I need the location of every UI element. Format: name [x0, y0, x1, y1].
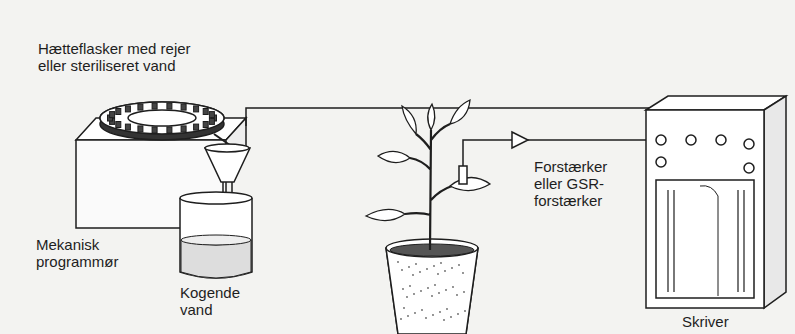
cap-bottle [167, 103, 172, 109]
signal-wire [246, 100, 668, 126]
pot-speck [425, 317, 427, 319]
cap-bottle [116, 109, 121, 115]
dial-center [128, 110, 196, 126]
amplifier-wire [528, 139, 646, 141]
pot-speck [421, 309, 423, 311]
pot-speck [456, 294, 458, 296]
cap-bottle [167, 127, 172, 133]
pot-speck [439, 311, 441, 313]
pot [386, 248, 478, 334]
recorder-front [646, 110, 764, 308]
pot-speck [408, 266, 410, 268]
pot-speck [427, 287, 429, 289]
pot-speck [432, 314, 434, 316]
paper-rollers [668, 190, 744, 292]
electrode [459, 166, 467, 184]
cap-bottle [194, 124, 199, 130]
pot-speck [446, 308, 448, 310]
funnel [205, 148, 250, 182]
cap-bottle [203, 122, 208, 128]
amplifier-symbol [512, 132, 528, 148]
pot-speck [445, 289, 447, 291]
cap-bottle [209, 112, 214, 118]
pot-speck [412, 274, 414, 276]
pot-speck [463, 291, 465, 293]
pot-speck [444, 270, 446, 272]
water-surface [181, 235, 251, 245]
pot-speck [440, 262, 442, 264]
paper-strip [700, 186, 718, 296]
pot-speck [401, 269, 403, 271]
electrode-wire [463, 140, 512, 166]
paper-window [656, 180, 754, 298]
label: Skriver [682, 313, 772, 330]
boiling-water [181, 240, 251, 278]
pot-texture [397, 261, 466, 321]
bottle-dial-top [100, 102, 224, 134]
label: Mekanisk programmør [36, 236, 146, 270]
pot-speck [450, 316, 452, 318]
pot-sides [386, 248, 478, 334]
pot-speck [437, 273, 439, 275]
bottle-ring [100, 108, 224, 140]
pot-speck [402, 288, 404, 290]
pot-speck [434, 284, 436, 286]
cap-bottle [194, 106, 199, 112]
cap-bottle [116, 122, 121, 128]
cap-bottle [125, 106, 130, 112]
cap-bottle [138, 104, 143, 110]
funnel-rim [205, 144, 249, 152]
recorder-top [646, 96, 786, 110]
cap-bottle [181, 126, 186, 132]
pot-speck [452, 286, 454, 288]
beaker-rim [180, 192, 252, 204]
pot-speck [426, 268, 428, 270]
pot-speck [443, 319, 445, 321]
pot-speck [458, 264, 460, 266]
pot-speck [419, 271, 421, 273]
cap-bottle [203, 109, 208, 115]
pot-speck [438, 292, 440, 294]
label: Kogende vand [180, 284, 250, 318]
pot-speck [415, 263, 417, 265]
pot-speck [414, 312, 416, 314]
label: Hætteflasker med rejer eller sterilisere… [38, 40, 216, 74]
soil [390, 244, 474, 256]
beaker [180, 198, 252, 278]
cap-bottle [125, 124, 130, 130]
pot-speck [464, 310, 466, 312]
pot-speck [431, 295, 433, 297]
pot-speck [397, 261, 399, 263]
pot-speck [433, 265, 435, 267]
cap-bottle [209, 118, 214, 124]
label: Forstærker eller GSR-forstærker [534, 158, 634, 209]
pot-speck [403, 307, 405, 309]
cap-bottle [110, 112, 115, 118]
recorder-side [764, 96, 786, 308]
pot-speck [413, 293, 415, 295]
pot-speck [409, 285, 411, 287]
pot-speck [420, 290, 422, 292]
pot-rim [386, 239, 478, 257]
pot-speck [400, 318, 402, 320]
leaves [366, 100, 490, 221]
recorder-knobs [656, 135, 754, 173]
pot-speck [406, 296, 408, 298]
cap-bottle [181, 104, 186, 110]
pot-speck [407, 315, 409, 317]
pot-speck [462, 272, 464, 274]
pot-speck [457, 313, 459, 315]
cap-bottle [138, 126, 143, 132]
cap-bottle [152, 127, 157, 133]
cap-bottle [152, 103, 157, 109]
pot-speck [451, 267, 453, 269]
bottle-dial [100, 102, 224, 134]
plant-stem [405, 124, 452, 250]
